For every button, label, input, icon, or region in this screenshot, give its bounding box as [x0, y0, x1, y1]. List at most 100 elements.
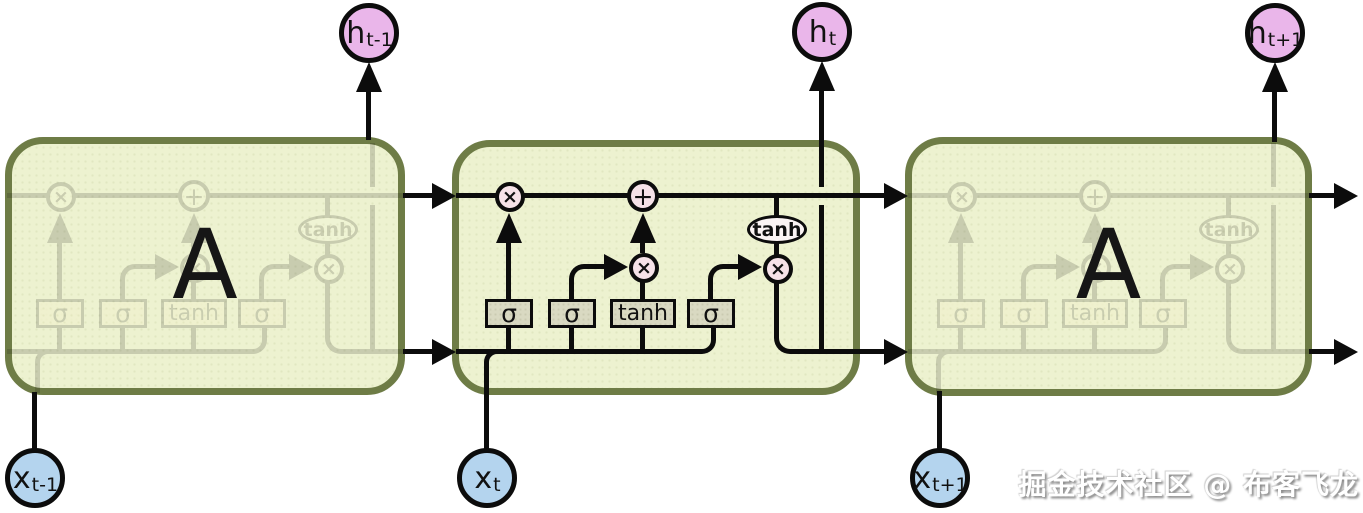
state-to-tanh-line — [774, 196, 779, 218]
forget-gate-stem — [506, 327, 511, 353]
output-down-curve — [1226, 280, 1257, 354]
forget-gate-stem — [57, 327, 62, 353]
forget-gate-stem — [958, 327, 963, 353]
arrow-up-icon — [496, 213, 522, 243]
candidate-gate-stem — [1092, 327, 1097, 353]
arrow-up-icon — [1262, 62, 1288, 92]
lstm-internals: × + × σ σ tanh σ tanh × — [456, 143, 858, 393]
multiply-to-add-line — [1092, 235, 1097, 253]
node-subscript: t — [828, 28, 837, 50]
state-flow-line — [1309, 193, 1337, 198]
candidate-gate-stem — [640, 327, 645, 353]
state-to-tanh-line — [1226, 196, 1231, 218]
pointwise-multiply-op: × — [1081, 253, 1111, 283]
node-label: x — [12, 460, 31, 496]
arrow-up-icon — [1082, 213, 1108, 243]
node-label: x — [913, 460, 932, 496]
output-line — [1272, 88, 1277, 142]
pointwise-multiply-op: × — [180, 253, 210, 283]
pointwise-multiply-op: × — [495, 182, 525, 212]
hidden-out-line — [352, 349, 409, 354]
hidden-out-line — [801, 349, 858, 354]
arrow-right-icon — [884, 339, 908, 365]
pointwise-add-op: + — [1079, 180, 1111, 212]
node-subscript: t-1 — [366, 29, 393, 51]
hidden-flow-line — [857, 349, 887, 354]
output-gate-sigma: σ — [1139, 299, 1187, 328]
arrow-right-icon — [155, 254, 179, 280]
hidden-up-branch — [370, 205, 375, 354]
node-subscript: t+1 — [932, 474, 968, 496]
multiply-to-add-line — [191, 235, 196, 253]
arrow-up-icon — [809, 61, 835, 91]
output-gate-curve — [1160, 264, 1201, 301]
arrow-right-icon — [1334, 183, 1358, 209]
forget-to-multiply-line — [57, 238, 62, 300]
state-flow-line — [403, 193, 435, 198]
hidden-state-line — [456, 349, 702, 354]
hidden-up-branch — [1271, 205, 1276, 354]
hidden-up-branch-top — [819, 143, 824, 187]
cell-label-a-left: A — [172, 209, 238, 321]
input-gate-stem — [569, 327, 574, 353]
input-merge-curve — [35, 349, 52, 368]
arrow-right-icon — [1334, 339, 1358, 365]
candidate-tanh-gate: tanh — [1062, 299, 1128, 328]
watermark-text: 掘金技术社区 @ 布客飞龙 — [1018, 468, 1359, 501]
node-subscript: t-1 — [31, 474, 59, 496]
candidate-gate-stem — [191, 327, 196, 353]
input-gate-stem — [1021, 327, 1026, 353]
input-line — [484, 391, 489, 450]
hidden-state-line — [7, 349, 253, 354]
pointwise-add-op: + — [627, 180, 659, 212]
pointwise-multiply-op: × — [763, 254, 793, 284]
lstm-internals: × + × σ σ tanh σ tanh × — [7, 143, 409, 393]
tanh-to-multiply-line — [1226, 242, 1231, 256]
node-label: x — [474, 460, 493, 496]
input-line — [32, 392, 37, 450]
hidden-up-branch-top — [370, 143, 375, 187]
forget-gate-sigma: σ — [485, 299, 533, 328]
arrow-right-icon — [289, 254, 313, 280]
output-line — [819, 87, 824, 145]
input-gate-sigma: σ — [548, 299, 596, 328]
pointwise-multiply-op: × — [629, 253, 659, 283]
input-merge-curve — [936, 349, 953, 368]
forget-to-multiply-line — [958, 238, 963, 300]
arrow-right-icon — [1190, 254, 1214, 280]
input-stem-inner — [35, 365, 40, 393]
state-flow-line — [857, 193, 887, 198]
curve-to-output-gate — [251, 327, 267, 354]
arrow-right-icon — [432, 183, 456, 209]
curve-to-output-gate — [700, 327, 716, 354]
hidden-out-line — [1253, 349, 1310, 354]
pointwise-multiply-op: × — [947, 182, 977, 212]
node-subscript: t+1 — [1267, 29, 1304, 51]
input-line — [937, 391, 942, 450]
arrow-up-icon — [181, 213, 207, 243]
node-subscript: t — [493, 474, 501, 496]
candidate-tanh-gate: tanh — [610, 299, 676, 328]
input-merge-curve — [484, 349, 501, 368]
arrow-up-icon — [630, 213, 656, 243]
arrow-up-icon — [47, 213, 73, 243]
arrow-right-icon — [1056, 254, 1080, 280]
hidden-flow-line — [1309, 349, 1337, 354]
input-stem-inner — [936, 365, 941, 393]
tanh-activation: tanh — [1199, 215, 1259, 244]
multiply-to-add-line — [640, 235, 645, 253]
arrow-right-icon — [884, 183, 908, 209]
forget-gate-sigma: σ — [937, 299, 985, 328]
arrow-right-icon — [604, 254, 628, 280]
forget-to-multiply-line — [506, 238, 511, 300]
arrow-up-icon — [948, 213, 974, 243]
input-gate-curve — [120, 264, 161, 301]
output-down-curve — [325, 280, 356, 354]
input-gate-sigma: σ — [1000, 299, 1048, 328]
pointwise-add-op: + — [178, 180, 210, 212]
node-label: h — [346, 15, 366, 51]
